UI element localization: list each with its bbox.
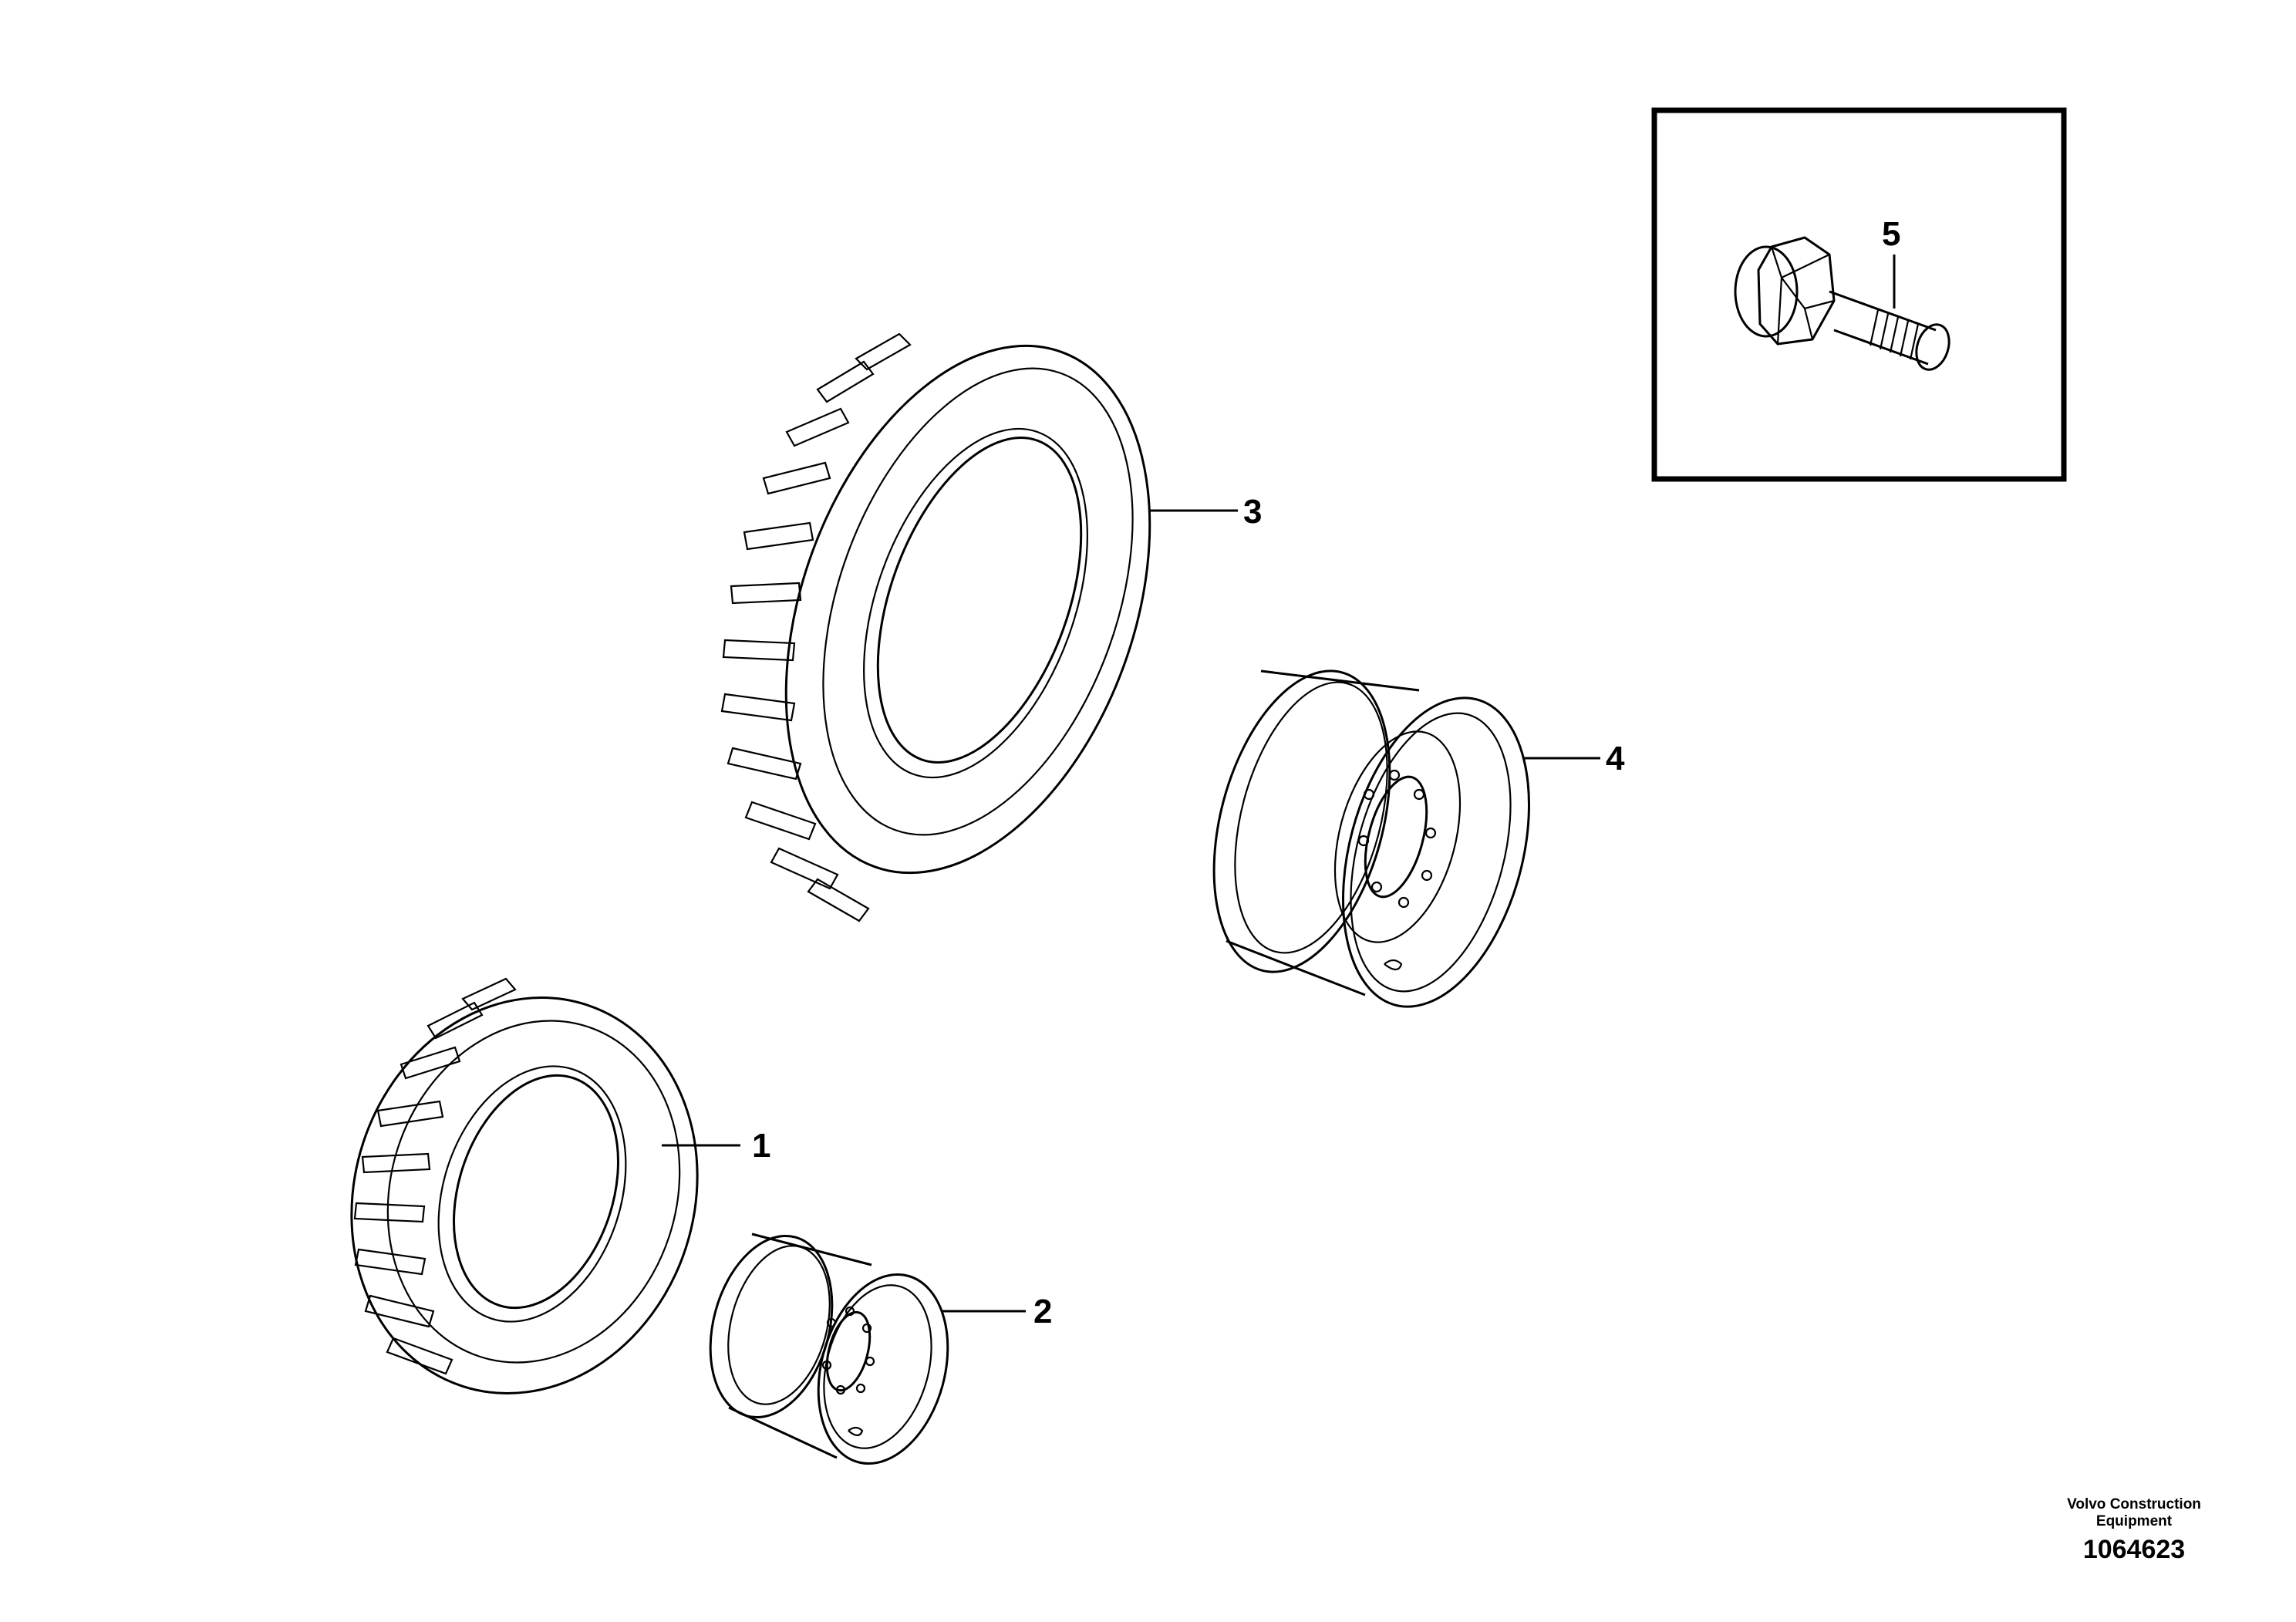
rim-large: 4 [1212, 669, 1625, 1008]
callout-1: 1 [752, 1127, 770, 1165]
bolt-detail-box: 5 [1651, 107, 2067, 482]
rim-small: 2 [709, 1233, 1052, 1465]
bolt-holes-small [821, 1306, 875, 1395]
tire-large: 3 [720, 332, 1262, 922]
callout-2: 2 [1033, 1293, 1052, 1330]
callout-5: 5 [1882, 215, 1900, 253]
bolt-holes-large [1357, 769, 1437, 909]
drawing-number: 1064623 [2082, 1535, 2186, 1564]
tire-small: 1 [350, 977, 770, 1394]
tread-lugs-large [720, 332, 912, 922]
manufacturer-line-1: Volvo Construction [2067, 1496, 2201, 1512]
bolt-drawing [1734, 236, 1950, 371]
manufacturer-line-2: Equipment [2095, 1513, 2173, 1529]
tread-lugs-small [353, 977, 517, 1375]
callout-3: 3 [1243, 493, 1262, 531]
callout-4: 4 [1606, 740, 1625, 777]
